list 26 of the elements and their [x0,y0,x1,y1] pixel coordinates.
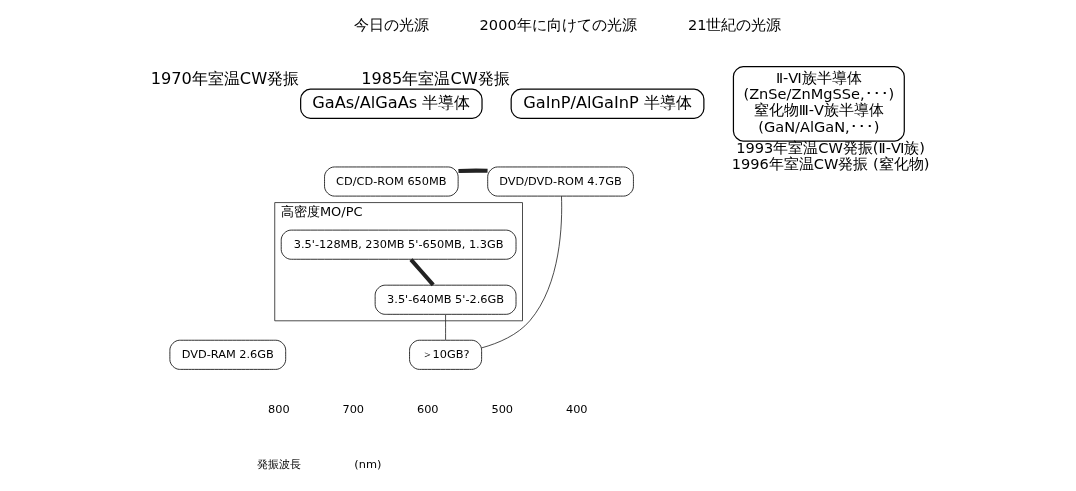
label: 800 [267,401,290,416]
label: 700 [341,401,364,416]
node-box: Ⅱ-Ⅵ族半導体 (ZnSe/ZnMgSSe,･･･) 窒化物Ⅲ-Ⅴ族半導体 (GaN/AlGaN,･･･) [732,65,905,142]
node-label: 1985年室温CW発振 [360,69,510,89]
node-box: 3.5'-128MB, 230MB 5'-650MB, 1.3GB [280,229,516,260]
label: 2000年に向けての光源 [479,15,637,33]
label: 今日の光源 [353,15,429,33]
node-box: ＞10GB? [408,339,482,370]
label: 500 [490,401,513,416]
node-box: 3.5'-640MB 5'-2.6GB [374,284,516,315]
connector [444,314,446,341]
node-label: 1996年室温CW発振 (窒化物) [731,154,929,172]
node-box: CD/CD-ROM 650MB [323,166,459,197]
label: 発振波長 [256,456,301,471]
node-box: DVD-RAM 2.6GB [169,339,286,370]
label: 400 [565,401,588,416]
connector [480,195,562,349]
connector [457,168,488,174]
node-label: 1970年室温CW発振 [150,69,299,89]
node-box: GaAs/AlGaAs 半導体 [299,88,483,119]
node-box: DVD/DVD-ROM 4.7GB [486,166,634,197]
node-box: GaInP/AlGaInP 半導体 [510,88,704,119]
label: 21世紀の光源 [687,15,781,33]
label: 600 [416,401,439,416]
label: (nm) [353,456,381,471]
connector [408,258,435,287]
